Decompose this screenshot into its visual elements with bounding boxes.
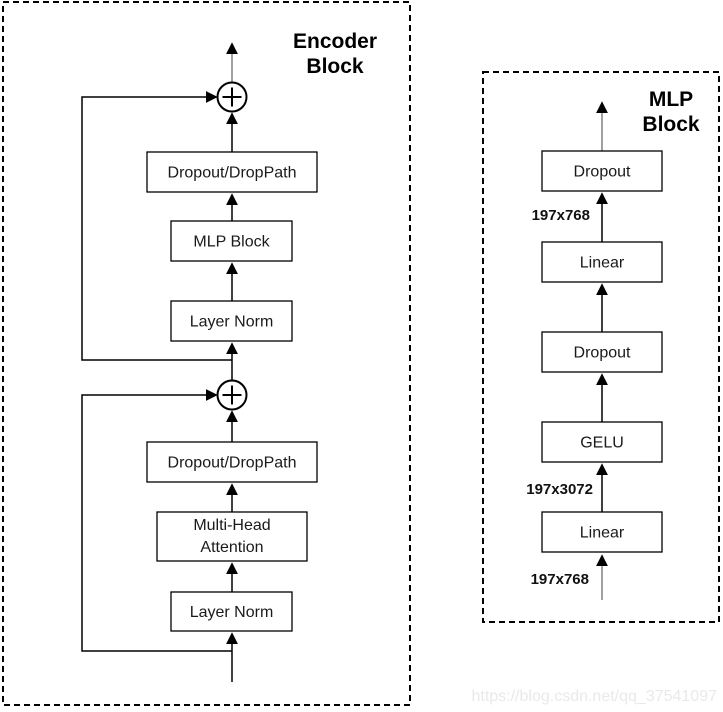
- watermark: https://blog.csdn.net/qq_37541097: [471, 688, 717, 705]
- node-mlp-linear-1: [541, 241, 663, 283]
- node-mlp-dropout-1: [541, 150, 663, 192]
- encoder-block-group: Encoder Block Dropout/DropPath MLP Block…: [2, 1, 411, 706]
- node-mlp-dropout-2-label: Dropout: [574, 345, 631, 362]
- add-operator-icon-2: [216, 379, 248, 411]
- encoder-block-container: [2, 1, 411, 706]
- mlp-block-group: MLP Block Dropout 197x768 Linear Dropout…: [482, 71, 720, 623]
- node-dropout-droppath-2-label: Dropout/DropPath: [168, 455, 297, 472]
- node-mlp-block: [170, 220, 293, 262]
- dim-label-197x768-2: 197x768: [531, 571, 589, 588]
- node-mlp-block-label: MLP Block: [193, 234, 270, 251]
- node-multi-head-attention-label-line1: Multi-Head: [193, 517, 270, 534]
- mlp-block-title-line1: MLP: [649, 88, 693, 111]
- node-mlp-dropout-2: [541, 331, 663, 373]
- node-mlp-linear-2-label: Linear: [580, 525, 625, 542]
- encoder-block-title-line1: Encoder: [293, 30, 377, 53]
- mlp-block-title-line2: Block: [642, 113, 700, 136]
- dim-label-197x768-1: 197x768: [532, 207, 590, 224]
- node-multi-head-attention: [156, 511, 308, 562]
- skip-connection-2: [81, 389, 232, 652]
- node-mlp-linear-1-label: Linear: [580, 255, 625, 272]
- add-operator-icon-1: [216, 81, 248, 113]
- node-mlp-linear-2: [541, 511, 663, 553]
- node-dropout-droppath-1: [146, 151, 318, 193]
- node-layer-norm-2-label: Layer Norm: [190, 604, 274, 621]
- dim-label-197x3072: 197x3072: [526, 481, 593, 498]
- node-multi-head-attention-label-line2: Attention: [200, 539, 263, 556]
- node-layer-norm-1: [170, 300, 293, 342]
- skip-connection-1: [81, 91, 232, 361]
- node-layer-norm-1-label: Layer Norm: [190, 314, 274, 331]
- node-dropout-droppath-1-label: Dropout/DropPath: [168, 165, 297, 182]
- node-mlp-gelu: [541, 421, 663, 463]
- node-layer-norm-2: [170, 591, 293, 632]
- mlp-block-container: [482, 71, 720, 623]
- encoder-block-title-line2: Block: [306, 55, 364, 78]
- node-dropout-droppath-2: [146, 441, 318, 483]
- node-mlp-dropout-1-label: Dropout: [574, 164, 631, 181]
- node-mlp-gelu-label: GELU: [580, 435, 624, 452]
